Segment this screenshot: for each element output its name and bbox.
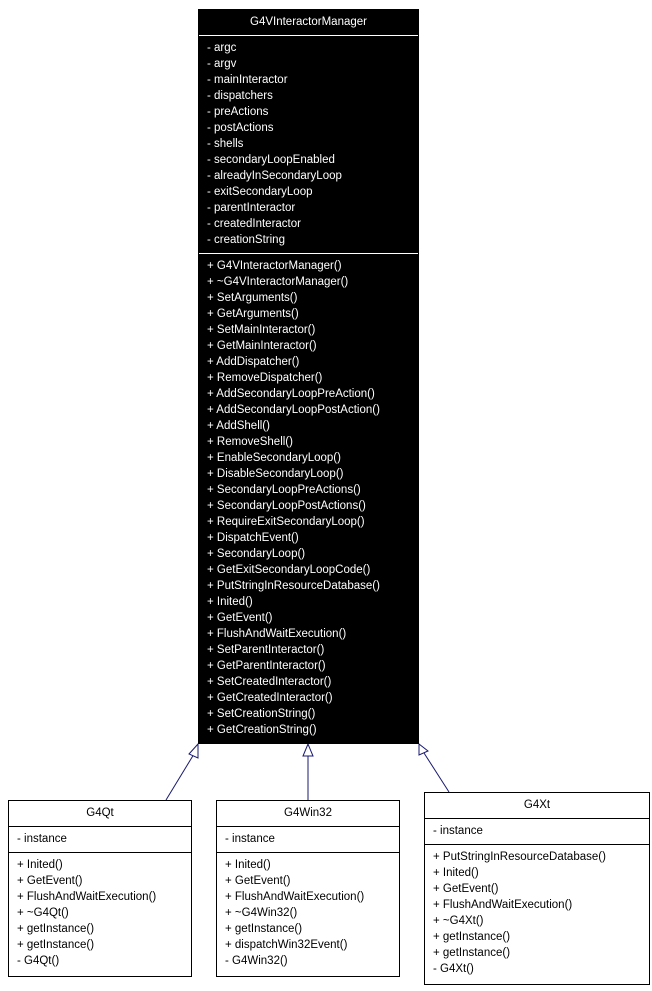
attributes-section: - instance bbox=[217, 827, 399, 853]
class-g4qt[interactable]: G4Qt - instance + Inited() + GetEvent() + Fl… bbox=[8, 800, 192, 977]
method: + SetMainInteractor() bbox=[207, 324, 316, 336]
method: + getInstance() bbox=[17, 939, 95, 951]
method: + ~G4Xt() bbox=[433, 915, 484, 927]
class-name: G4Win32 bbox=[217, 801, 399, 827]
method: + GetEvent() bbox=[17, 875, 83, 887]
class-name: G4Qt bbox=[9, 801, 191, 827]
method: + GetEvent() bbox=[433, 883, 499, 895]
attribute: - secondaryLoopEnabled bbox=[207, 154, 335, 166]
method: + DisableSecondaryLoop() bbox=[207, 468, 344, 480]
method: - G4Xt() bbox=[433, 963, 474, 975]
method: + DispatchEvent() bbox=[207, 532, 299, 544]
method: + RequireExitSecondaryLoop() bbox=[207, 516, 365, 528]
attribute: - alreadyInSecondaryLoop bbox=[207, 170, 342, 182]
method: + ~G4VInteractorManager() bbox=[207, 276, 349, 288]
methods-section: + Inited() + GetEvent() + FlushAndWaitExec… bbox=[217, 853, 399, 974]
attribute: - instance bbox=[17, 833, 67, 845]
attribute: - mainInteractor bbox=[207, 74, 288, 86]
method: + GetCreatedInteractor() bbox=[207, 692, 333, 704]
attribute: - preActions bbox=[207, 106, 269, 118]
methods-section: + PutStringInResourceDatabase() + Inited(… bbox=[425, 845, 649, 982]
inheritance-arrowhead-g4qt bbox=[188, 742, 199, 759]
method: + FlushAndWaitExecution() bbox=[433, 899, 573, 911]
inheritance-line-g4qt bbox=[165, 753, 195, 801]
attributes-section: - instance bbox=[425, 819, 649, 845]
method: + Inited() bbox=[207, 596, 253, 608]
class-g4xt[interactable]: G4Xt - instance + PutStringInResourceDatab… bbox=[424, 792, 650, 985]
attributes-section: - argc - argv - mainInteractor - dispatcher… bbox=[199, 36, 418, 254]
attribute: - createdInteractor bbox=[207, 218, 301, 230]
methods-section: + Inited() + GetEvent() + FlushAndWaitExec… bbox=[9, 853, 191, 974]
method: + dispatchWin32Event() bbox=[225, 939, 348, 951]
attribute: - argc bbox=[207, 42, 237, 54]
method: + GetEvent() bbox=[207, 612, 273, 624]
attributes-section: - instance bbox=[9, 827, 191, 853]
method: + G4VInteractorManager() bbox=[207, 260, 342, 272]
method: + AddShell() bbox=[207, 420, 270, 432]
method: + SetCreationString() bbox=[207, 708, 316, 720]
method: + ~G4Win32() bbox=[225, 907, 298, 919]
attribute: - parentInteractor bbox=[207, 202, 296, 214]
method: + GetArguments() bbox=[207, 308, 299, 320]
attribute: - postActions bbox=[207, 122, 274, 134]
method: + GetEvent() bbox=[225, 875, 291, 887]
method: + PutStringInResourceDatabase() bbox=[207, 580, 380, 592]
inheritance-arrowhead-g4xt bbox=[418, 742, 429, 756]
method: - G4Qt() bbox=[17, 955, 60, 967]
method: + getInstance() bbox=[433, 931, 511, 943]
method: + SecondaryLoopPostActions() bbox=[207, 500, 366, 512]
method: + AddDispatcher() bbox=[207, 356, 300, 368]
attribute: - dispatchers bbox=[207, 90, 273, 102]
method: + AddSecondaryLoopPostAction() bbox=[207, 404, 380, 416]
method: + EnableSecondaryLoop() bbox=[207, 452, 341, 464]
method: + SecondaryLoop() bbox=[207, 548, 306, 560]
inheritance-arrowhead-g4win32 bbox=[302, 742, 314, 757]
method: + GetCreationString() bbox=[207, 724, 317, 736]
method: + Inited() bbox=[433, 867, 479, 879]
attribute: - argv bbox=[207, 58, 237, 70]
method: + getInstance() bbox=[433, 947, 511, 959]
method: - G4Win32() bbox=[225, 955, 288, 967]
method: + FlushAndWaitExecution() bbox=[17, 891, 157, 903]
attribute: - creationString bbox=[207, 234, 285, 246]
method: + SetCreatedInteractor() bbox=[207, 676, 332, 688]
method: + FlushAndWaitExecution() bbox=[207, 628, 347, 640]
attribute: - shells bbox=[207, 138, 244, 150]
method: + SecondaryLoopPreActions() bbox=[207, 484, 361, 496]
method: + AddSecondaryLoopPreAction() bbox=[207, 388, 375, 400]
method: + FlushAndWaitExecution() bbox=[225, 891, 365, 903]
method: + GetMainInteractor() bbox=[207, 340, 317, 352]
attribute: - instance bbox=[225, 833, 275, 845]
attribute: - instance bbox=[433, 825, 483, 837]
method: + RemoveDispatcher() bbox=[207, 372, 323, 384]
inheritance-line-g4xt bbox=[423, 752, 450, 793]
attribute: - exitSecondaryLoop bbox=[207, 186, 313, 198]
method: + SetArguments() bbox=[207, 292, 298, 304]
method: + GetExitSecondaryLoopCode() bbox=[207, 564, 371, 576]
class-g4win32[interactable]: G4Win32- instance+ Inited()+ GetEvent()+… bbox=[216, 800, 400, 977]
method: + Inited() bbox=[225, 859, 271, 871]
method: + getInstance() bbox=[17, 923, 95, 935]
class-name: G4VInteractorManager bbox=[199, 10, 418, 36]
class-g4vinteractormanager[interactable]: G4VInteractorManager - argc - argv - mainIn… bbox=[198, 9, 419, 744]
methods-section: + G4VInteractorManager() + ~G4VInteractor… bbox=[199, 254, 418, 743]
method: + PutStringInResourceDatabase() bbox=[433, 851, 606, 863]
method: + GetParentInteractor() bbox=[207, 660, 326, 672]
method: + SetParentInteractor() bbox=[207, 644, 325, 656]
method: + Inited() bbox=[17, 859, 63, 871]
class-name: G4Xt bbox=[425, 793, 649, 819]
method: + RemoveShell() bbox=[207, 436, 293, 448]
method: + getInstance() bbox=[225, 923, 303, 935]
method: + ~G4Qt() bbox=[17, 907, 69, 919]
